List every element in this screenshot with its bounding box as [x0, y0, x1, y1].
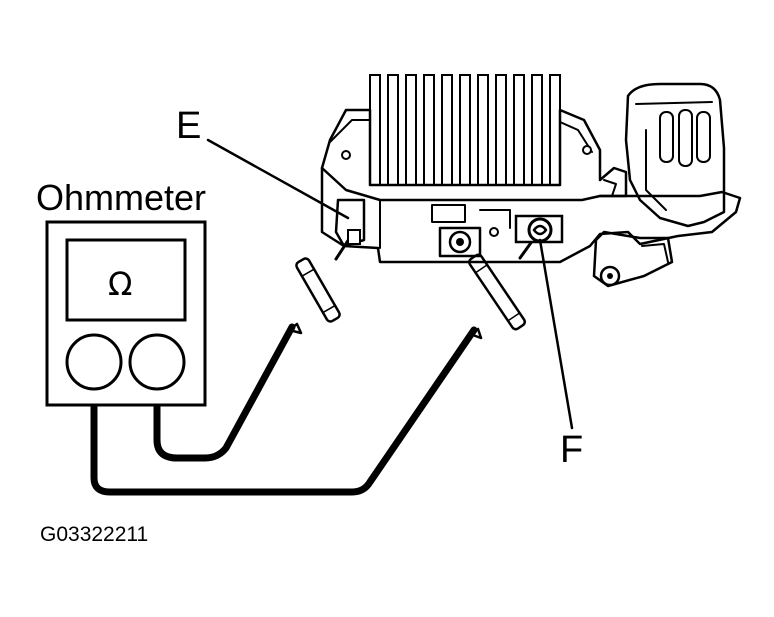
test-probe-e [287, 234, 353, 335]
heat-sink-fins [369, 74, 561, 186]
lead-wire-to-f [90, 326, 478, 496]
callout-f: F [538, 238, 583, 471]
voltage-regulator-icon [320, 74, 742, 288]
ohmmeter-icon: Ohmmeter Ω [36, 177, 207, 407]
ohmmeter-title: Ohmmeter [36, 177, 206, 218]
test-probe-f [468, 231, 540, 340]
lead-wire-to-e [153, 323, 296, 462]
ohmmeter-symbol: Ω [108, 265, 132, 303]
terminal-e-label: E [176, 105, 201, 147]
ohmmeter-display [65, 238, 187, 322]
figure-code: G03322211 [40, 523, 148, 546]
ohmmeter-jack-right [128, 333, 186, 391]
ohmmeter-jack-left [65, 333, 123, 391]
callout-e: E [176, 105, 350, 220]
terminal-f-label: F [560, 429, 583, 471]
